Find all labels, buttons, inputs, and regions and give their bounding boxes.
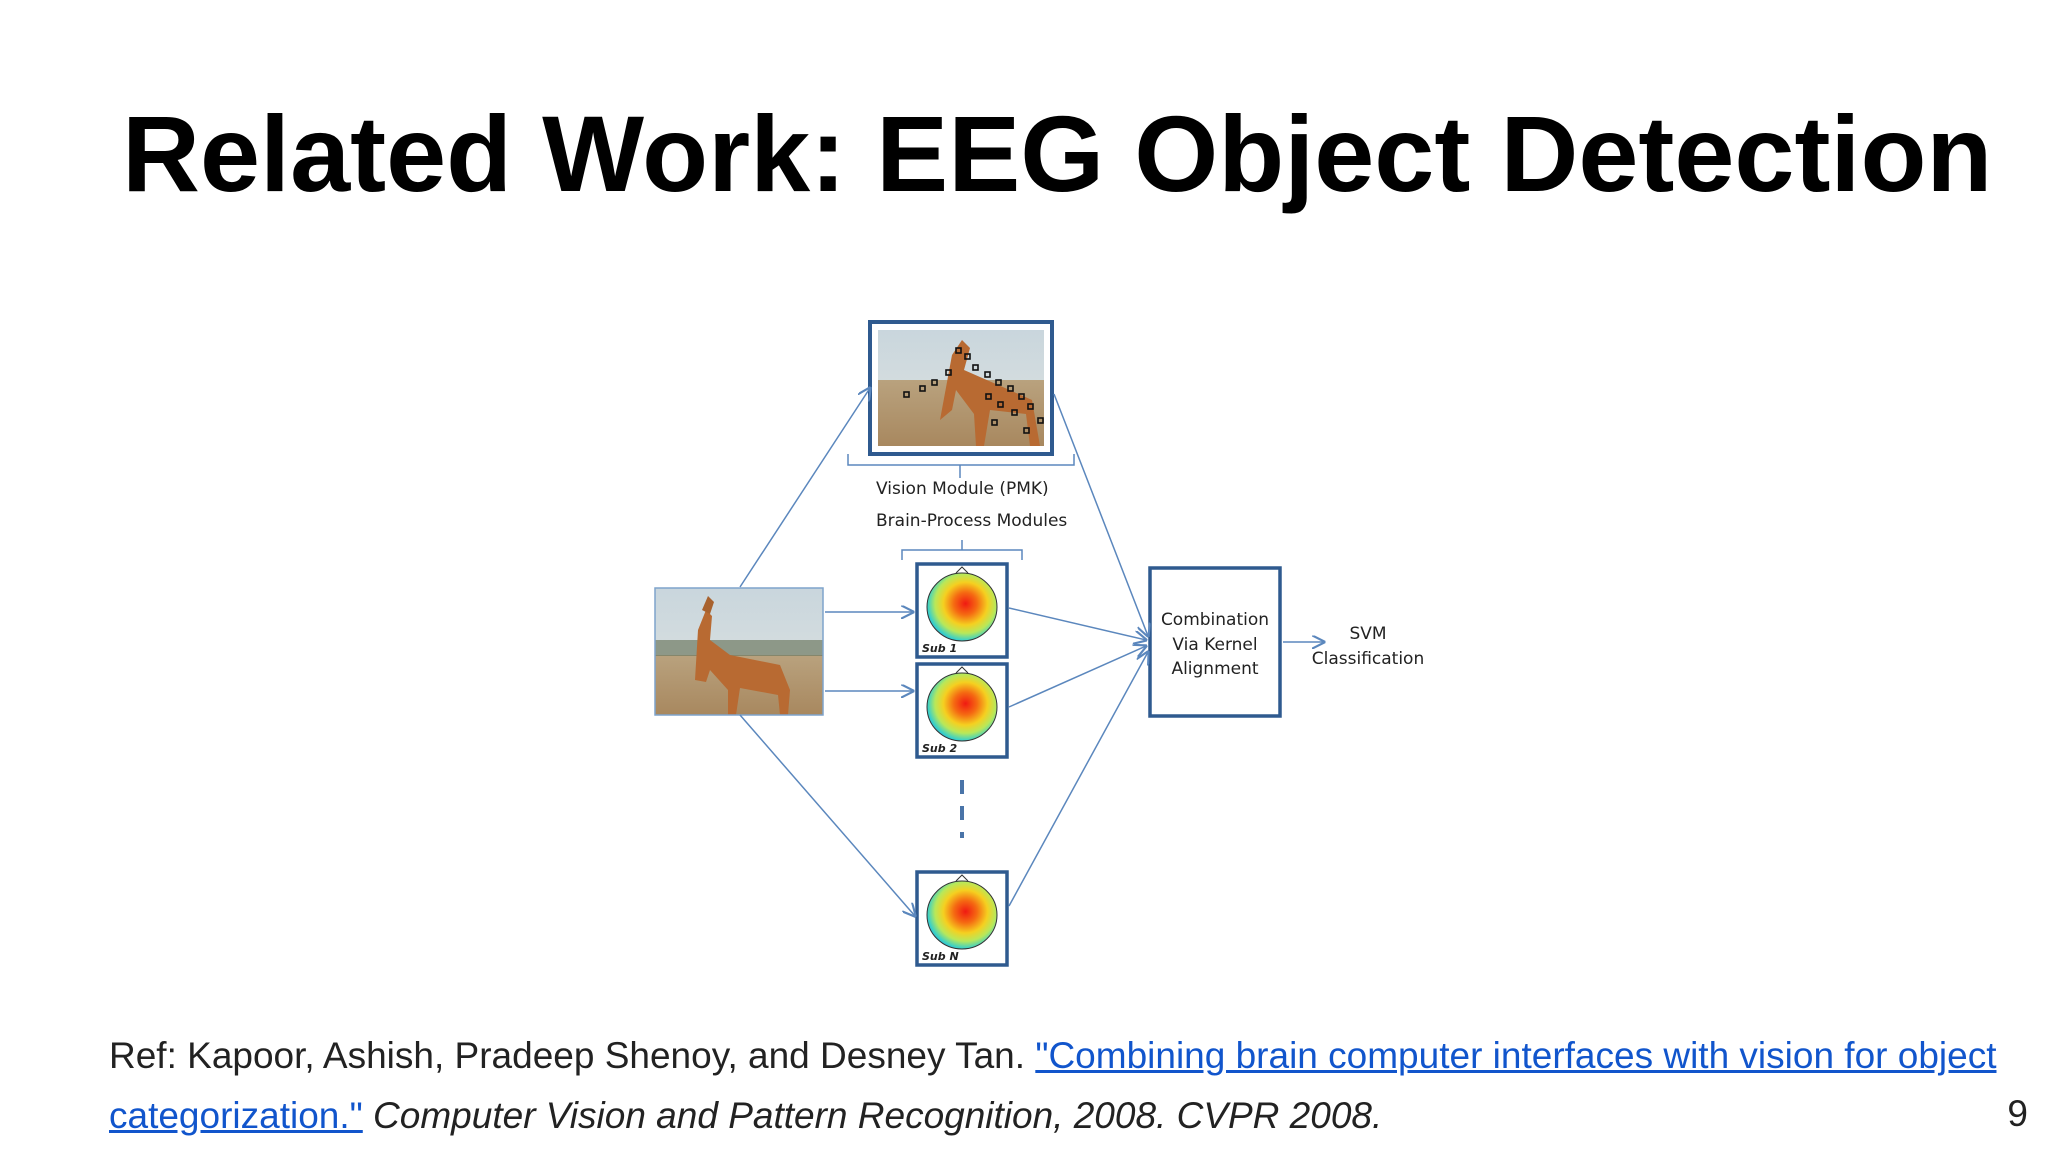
svm-label: SVM Classification: [1308, 622, 1428, 671]
svm-line-2: Classification: [1311, 648, 1425, 669]
reference-prefix: Ref: Kapoor, Ashish, Pradeep Shenoy, and…: [109, 1035, 1036, 1076]
reference-citation: Ref: Kapoor, Ashish, Pradeep Shenoy, and…: [109, 1026, 2009, 1146]
combination-line-3: Alignment: [1171, 659, 1259, 680]
reference-venue: Computer Vision and Pattern Recognition,…: [362, 1095, 1383, 1136]
diagram-canvas: Sub 1 Sub 2 Sub N: [654, 320, 1440, 967]
vision-bracket: [847, 454, 1075, 478]
feature-points: [903, 347, 1044, 434]
page-number: 9: [2007, 1093, 2028, 1134]
brain-bracket: [901, 540, 1023, 560]
combination-line-1: Combination: [1160, 610, 1270, 630]
vision-module-box: [868, 320, 1054, 456]
combination-label: Combination Via Kernel Alignment: [1152, 608, 1278, 682]
diagram: Sub 1 Sub 2 Sub N: [640, 310, 1440, 980]
input-image: [654, 587, 824, 716]
sub2-label: Sub 2: [922, 742, 957, 755]
brain-modules-label: Brain-Process Modules: [876, 511, 1068, 531]
combination-line-2: Via Kernel: [1172, 634, 1258, 655]
combination-box: [1148, 566, 1282, 718]
brain-module-sub2: Sub 2: [915, 662, 1009, 759]
brain-module-sub1: Sub 1: [915, 562, 1009, 659]
subn-label: Sub N: [922, 950, 959, 963]
brain-module-subn: Sub N: [915, 870, 1009, 967]
arrows: [739, 388, 1324, 916]
vision-module-label: Vision Module (PMK): [876, 479, 1049, 499]
svm-line-1: SVM: [1349, 624, 1387, 644]
reference-link[interactable]: "Combining brain computer interfaces wit…: [109, 1035, 1997, 1136]
sub1-label: Sub 1: [922, 642, 957, 655]
slide-title: Related Work: EEG Object Detection: [122, 93, 1993, 214]
